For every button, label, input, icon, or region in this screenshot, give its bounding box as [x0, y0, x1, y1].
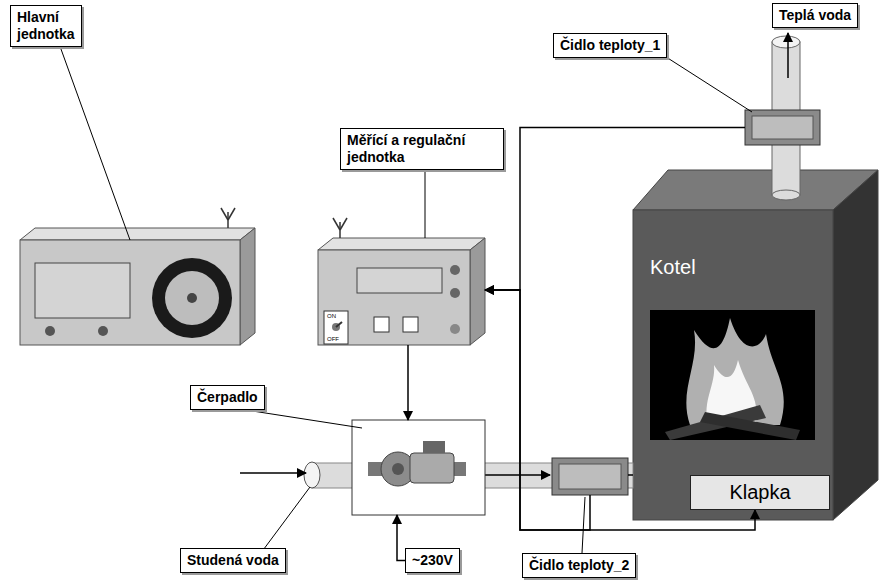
- boiler: [650, 310, 815, 440]
- measuring-unit-device: [357, 268, 442, 293]
- pump-symbol: [423, 441, 445, 453]
- leader-line: [245, 410, 362, 428]
- temperature-sensor: [552, 458, 633, 495]
- main-unit-device: [221, 208, 228, 220]
- main-unit-device: [98, 326, 108, 336]
- leader-line: [265, 487, 310, 548]
- measuring-unit-device: [450, 324, 460, 334]
- main-unit-device: [228, 208, 235, 220]
- pump-symbol: [352, 420, 485, 515]
- callout-label: Hlavní jednotka: [10, 5, 82, 47]
- leader-line: [582, 497, 585, 553]
- leader-line: [60, 47, 130, 240]
- measuring-unit-device: [333, 218, 340, 230]
- signal-connector: [485, 128, 745, 291]
- warm-water-pipe: [772, 36, 800, 48]
- temperature-sensor: [628, 474, 633, 476]
- boiler: [833, 170, 878, 520]
- main-unit: Hlavní jednotka: [20, 228, 255, 345]
- boiler: KotelKlapka: [633, 210, 833, 520]
- measuring-unit-device: [318, 238, 485, 250]
- callout-label: Čidlo teploty_1: [553, 33, 667, 58]
- temperature-sensor: [752, 116, 813, 139]
- signal-connector: [485, 290, 590, 530]
- boiler: [700, 412, 800, 440]
- measuring-unit-device: [318, 250, 470, 345]
- main-unit-device: [20, 240, 240, 345]
- measuring-unit-device: [450, 288, 460, 298]
- main-unit-device: [35, 263, 130, 318]
- callout-label: Studená voda: [180, 548, 286, 573]
- main-unit-device: [20, 228, 255, 240]
- callout-label: Čerpadlo: [190, 385, 265, 410]
- pump: Čerpadlo: [352, 420, 485, 515]
- temperature-sensor: Čidlo teploty_1: [745, 110, 820, 145]
- node-title: Kotel: [650, 255, 696, 279]
- cold-water-pipe: [485, 474, 550, 476]
- cold-water-pipe: [304, 462, 320, 488]
- measuring-unit-device: [336, 322, 342, 327]
- pump-symbol: [392, 463, 404, 475]
- measuring-unit-device: [324, 311, 348, 344]
- leader-line: [667, 58, 752, 112]
- pump-symbol: [352, 420, 485, 515]
- temperature-sensor: [745, 110, 820, 145]
- callout-label: Teplá voda: [772, 3, 858, 28]
- measuring-unit-device: [450, 265, 460, 275]
- main-unit-device: [240, 228, 255, 345]
- warm-water-pipe: [772, 190, 800, 200]
- measuring-unit-device: [403, 317, 418, 332]
- switch-label: ON: [327, 313, 336, 319]
- measuring-unit-device: [318, 218, 485, 345]
- main-unit-device: [20, 208, 255, 345]
- node-label: ~230V: [412, 552, 453, 569]
- temperature-sensor: [559, 464, 621, 489]
- measuring-unit-device: [470, 238, 485, 345]
- main-unit-device: [187, 293, 197, 303]
- temperature-sensor: [552, 458, 628, 495]
- callout-label: Čidlo teploty_2: [522, 553, 636, 578]
- leader-line: [425, 170, 426, 238]
- warm-water-pipe: [787, 33, 789, 78]
- callout-label: Měřící a regulační jednotka: [340, 128, 504, 170]
- power-box: ~230V: [405, 548, 460, 573]
- boiler: [686, 318, 783, 425]
- temperature-sensor: [745, 110, 820, 145]
- measuring-unit-device: [374, 317, 389, 332]
- boiler: [633, 170, 878, 520]
- flap-box: Klapka: [690, 475, 830, 510]
- pump-symbol: [410, 453, 454, 483]
- signal-connector: [397, 515, 405, 560]
- switch-label: OFF: [327, 336, 339, 342]
- temperature-sensor: Čidlo teploty_2: [552, 458, 628, 495]
- measuring-unit-device: [340, 218, 347, 230]
- main-unit-device: [152, 258, 232, 338]
- main-unit-device: [45, 326, 55, 336]
- signal-connector: [407, 345, 409, 420]
- main-unit-device: [165, 271, 219, 325]
- measuring-unit: Měřící a regulační jednotka: [318, 238, 485, 345]
- boiler: [633, 210, 833, 520]
- cold-water-pipe: [240, 472, 306, 474]
- node-label: Klapka: [729, 481, 790, 504]
